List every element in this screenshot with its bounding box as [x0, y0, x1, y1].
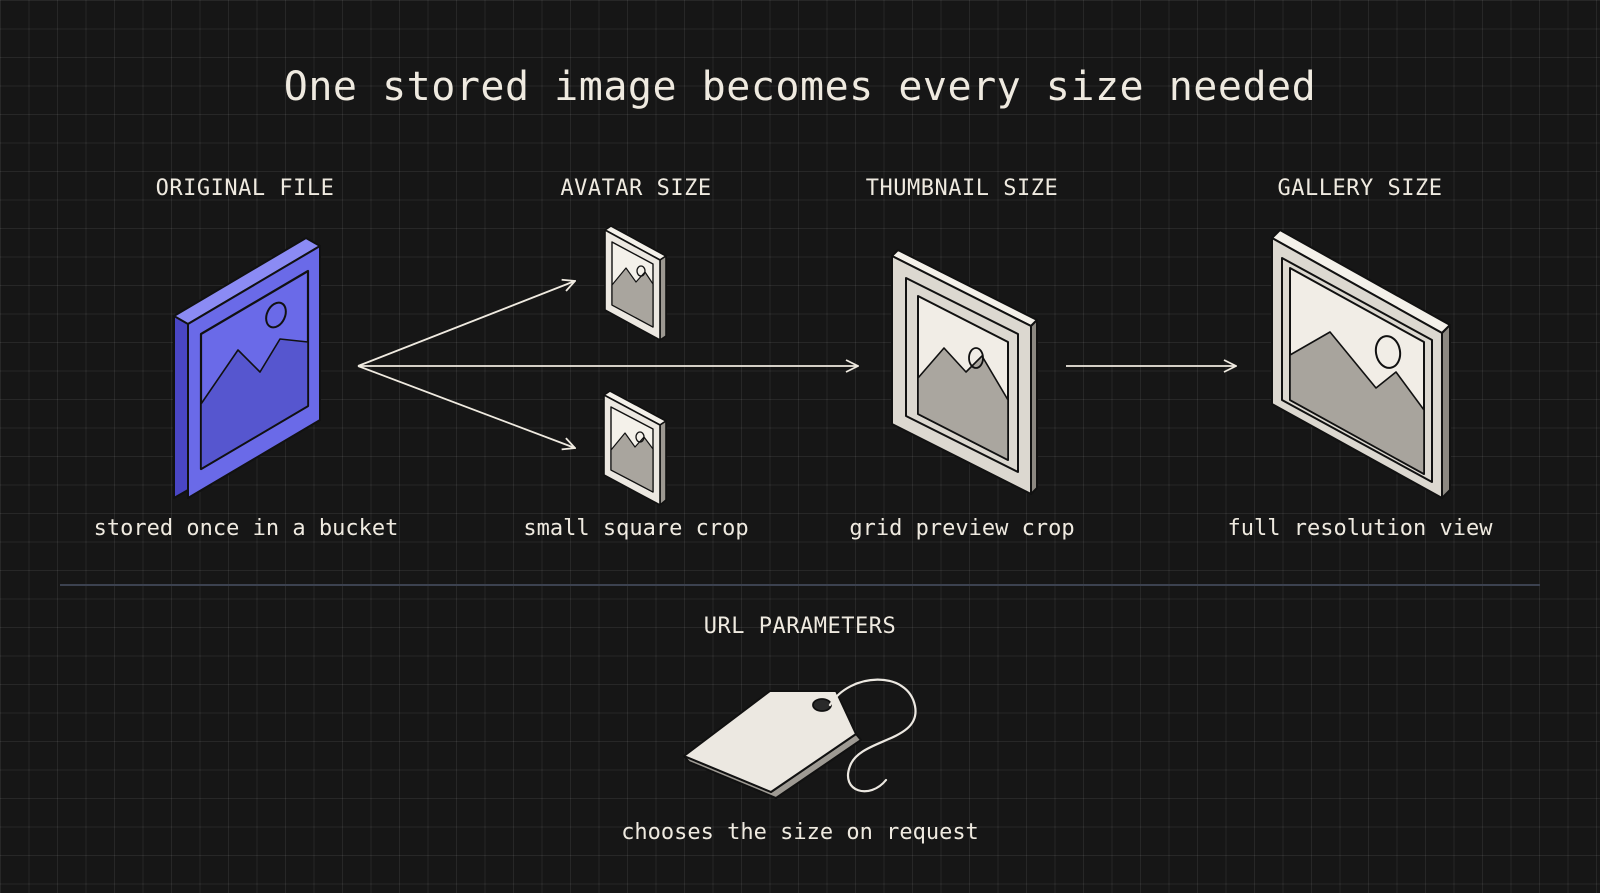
stage-label-thumbnail: THUMBNAIL SIZE [865, 176, 1059, 201]
stage-caption-gallery: full resolution view [1227, 516, 1493, 541]
image-frame-icon [891, 249, 1038, 495]
stage-label-gallery: GALLERY SIZE [1277, 176, 1443, 201]
stage-caption-thumbnail: grid preview crop [849, 516, 1075, 541]
stage-label-original: ORIGINAL FILE [155, 176, 335, 201]
image-frame-icon [603, 390, 667, 506]
stage-label-avatar: AVATAR SIZE [560, 176, 712, 201]
params-label: URL PARAMETERS [703, 614, 897, 639]
price-tag-icon [683, 678, 917, 799]
diagram-title: One stored image becomes every size need… [283, 64, 1317, 110]
image-frame-icon [173, 237, 321, 499]
image-frame-icon [604, 225, 667, 341]
arrow-icon [357, 281, 1236, 448]
stage-caption-avatar: small square crop [523, 516, 749, 541]
image-frame-icon [1271, 229, 1451, 499]
params-caption: chooses the size on request [621, 820, 979, 845]
stage-caption-original: stored once in a bucket [93, 516, 399, 541]
